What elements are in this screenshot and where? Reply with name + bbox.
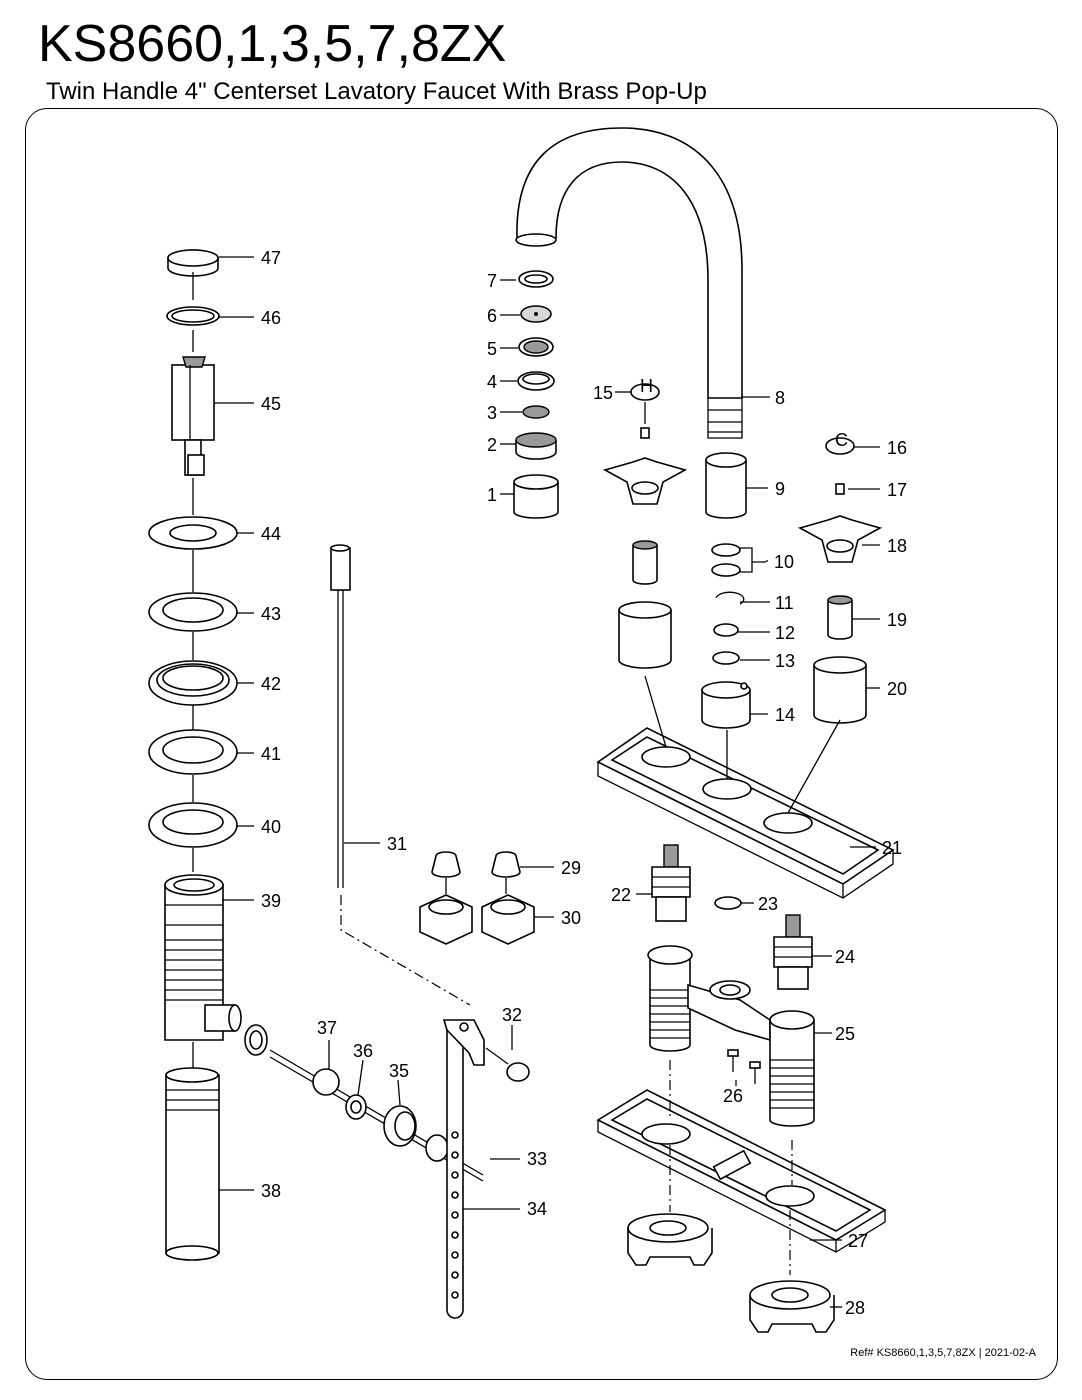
callout-23: 23 bbox=[758, 894, 778, 914]
callout-43: 43 bbox=[261, 604, 281, 624]
callout-11: 11 bbox=[775, 593, 794, 613]
callout-28: 28 bbox=[845, 1298, 865, 1318]
part-32-thumb-screw bbox=[485, 1047, 530, 1082]
callout-14: 14 bbox=[775, 705, 795, 725]
part-22-cartridge bbox=[651, 844, 691, 922]
part-37-pivot-ball bbox=[312, 1068, 340, 1096]
part-34-clevis-strap bbox=[442, 1019, 485, 1319]
cold-mark: C bbox=[835, 430, 848, 450]
callout-33: 33 bbox=[527, 1149, 547, 1169]
callout-34: 34 bbox=[527, 1199, 547, 1219]
reference-code: Ref# KS8660,1,3,5,7,8ZX | 2021-02-A bbox=[850, 1347, 1036, 1359]
callout-4: 4 bbox=[487, 372, 497, 392]
callout-41: 41 bbox=[261, 744, 281, 764]
callout-6: 6 bbox=[487, 306, 497, 326]
callout-38: 38 bbox=[261, 1181, 281, 1201]
aerator-parts bbox=[513, 270, 559, 519]
callout-12: 12 bbox=[775, 623, 795, 643]
callout-35: 35 bbox=[389, 1061, 409, 1081]
callout-47: 47 bbox=[261, 248, 281, 268]
callout-3: 3 bbox=[487, 403, 497, 423]
part-26-screws bbox=[727, 1049, 761, 1084]
callout-8: 8 bbox=[775, 388, 785, 408]
callout-36: 36 bbox=[353, 1041, 373, 1061]
spout-base-parts bbox=[701, 452, 766, 729]
callout-16: 16 bbox=[887, 438, 907, 458]
callout-22: 22 bbox=[611, 885, 631, 905]
callout-17: 17 bbox=[887, 480, 907, 500]
part-27-gasket bbox=[596, 1089, 887, 1254]
cold-handle-parts: C bbox=[797, 430, 883, 724]
callout-13: 13 bbox=[775, 651, 795, 671]
callout-19: 19 bbox=[887, 610, 907, 630]
callout-44: 44 bbox=[261, 524, 281, 544]
hot-handle-parts: H bbox=[602, 376, 688, 669]
hot-mark: H bbox=[640, 376, 653, 396]
callout-labels: 47 46 45 44 43 42 41 40 39 38 31 29 30 3… bbox=[261, 248, 907, 1318]
part-clip-spring bbox=[425, 1134, 449, 1162]
callout-1: 1 bbox=[487, 485, 497, 505]
callout-2: 2 bbox=[487, 435, 497, 455]
part-21-base-plate bbox=[596, 727, 895, 900]
callout-20: 20 bbox=[887, 679, 907, 699]
callout-18: 18 bbox=[887, 536, 907, 556]
callout-7: 7 bbox=[487, 271, 497, 291]
callout-10: 10 bbox=[774, 552, 794, 572]
callout-26: 26 bbox=[723, 1086, 743, 1106]
callout-24: 24 bbox=[835, 947, 855, 967]
part-31-lift-rod bbox=[330, 544, 351, 888]
callout-27: 27 bbox=[848, 1231, 868, 1251]
callout-21: 21 bbox=[882, 838, 902, 858]
part-25-valve-body bbox=[647, 945, 815, 1127]
part-23-o-ring bbox=[714, 896, 742, 910]
drain-assembly bbox=[148, 249, 242, 1261]
callout-29: 29 bbox=[561, 858, 581, 878]
part-38-tailpiece bbox=[165, 1067, 220, 1261]
callout-32: 32 bbox=[502, 1005, 522, 1025]
callout-31: 31 bbox=[387, 834, 407, 854]
parts-29-30-coupling bbox=[419, 851, 535, 945]
callout-5: 5 bbox=[487, 339, 497, 359]
part-39-drain-body bbox=[164, 874, 242, 1041]
callout-46: 46 bbox=[261, 308, 281, 328]
callout-30: 30 bbox=[561, 908, 581, 928]
callout-15: 15 bbox=[593, 383, 613, 403]
diagram-frame bbox=[25, 108, 1058, 1380]
callout-42: 42 bbox=[261, 674, 281, 694]
part-45-stopper bbox=[171, 356, 215, 476]
leader-lines bbox=[214, 256, 880, 1308]
part-8-spout bbox=[515, 127, 743, 439]
product-subtitle: Twin Handle 4" Centerset Lavatory Faucet… bbox=[46, 78, 707, 105]
part-28-nuts bbox=[627, 1213, 835, 1333]
pivot-assembly bbox=[244, 1019, 530, 1319]
callout-9: 9 bbox=[775, 479, 785, 499]
callout-45: 45 bbox=[261, 394, 281, 414]
callout-37: 37 bbox=[317, 1018, 337, 1038]
callout-40: 40 bbox=[261, 817, 281, 837]
model-title: KS8660,1,3,5,7,8ZX bbox=[38, 15, 507, 73]
part-24-cartridge bbox=[773, 914, 813, 990]
callout-39: 39 bbox=[261, 891, 281, 911]
callout-25: 25 bbox=[835, 1024, 855, 1044]
